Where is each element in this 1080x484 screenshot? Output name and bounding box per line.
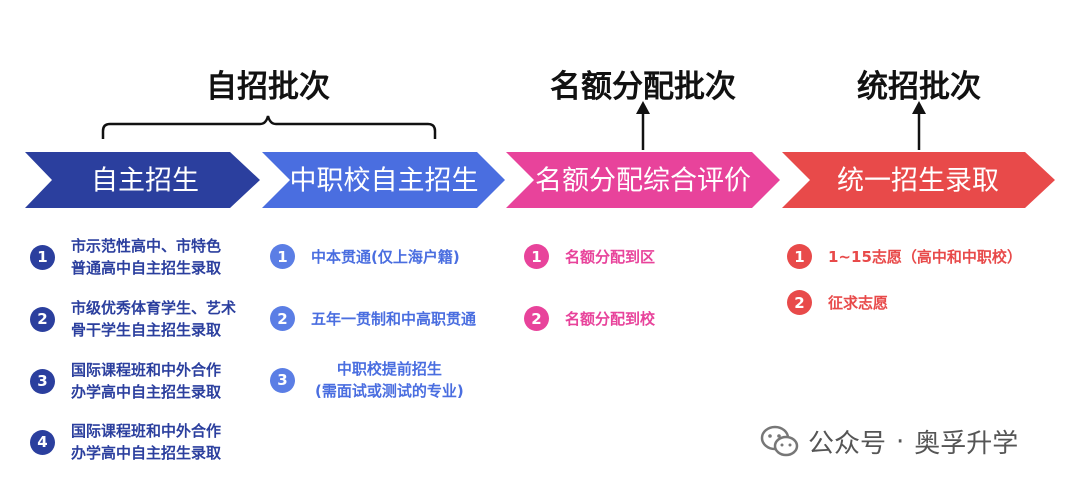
list-item: 2 五年一贯制和中高职贯通 [270, 306, 476, 331]
item-text: 国际课程班和中外合作 办学高中自主招生录取 [71, 361, 222, 401]
number-badge: 1 [524, 244, 549, 269]
chevron-zhongzhi [262, 152, 505, 208]
chevron-label-zhongzhi: 中职校自主招生 [289, 165, 479, 197]
list-item: 3 国际课程班和中外合作 办学高中自主招生录取 [30, 359, 221, 403]
watermark: 公众号 · 奥孚升学 [760, 423, 1018, 460]
list-item: 1 名额分配到区 [524, 244, 655, 269]
heading-zizhao: 自招批次 [206, 69, 330, 105]
number-badge: 2 [30, 306, 55, 332]
item-text: 市示范性高中、市特色 普通高中自主招生录取 [71, 237, 222, 277]
chevron-label-tongyi: 统一招生录取 [837, 165, 999, 197]
list-item: 1 中本贯通(仅上海户籍) [270, 244, 460, 269]
number-badge: 2 [524, 306, 549, 331]
watermark-name: 奥孚升学 [914, 429, 1019, 459]
item-text: 名额分配到校 [565, 309, 656, 328]
brace [101, 115, 437, 139]
watermark-account: 公众号 [808, 429, 887, 459]
list-item: 2 征求志愿 [787, 290, 888, 315]
list-item: 2 名额分配到校 [524, 306, 655, 331]
chevron-zizhu [25, 152, 260, 208]
chevron-mingefenpei [506, 152, 780, 208]
number-badge: 1 [787, 244, 812, 269]
arrow-tongzhao [912, 101, 926, 150]
chevron-label-mingefenpei: 名额分配综合评价 [535, 165, 751, 197]
item-text: 五年一贯制和中高职贯通 [311, 309, 477, 328]
number-badge: 3 [270, 367, 295, 393]
heading-mingefenpei: 名额分配批次 [550, 69, 736, 105]
number-badge: 1 [30, 244, 55, 270]
number-badge: 1 [270, 244, 295, 269]
item-text: 1~15志愿（高中和中职校） [828, 247, 1022, 266]
list-item: 3 中职校提前招生 (需面试或测试的专业) [270, 358, 464, 402]
list-item: 1 1~15志愿（高中和中职校） [787, 244, 1022, 269]
arrow-mingefenpei [636, 101, 650, 150]
list-item: 4 国际课程班和中外合作 办学高中自主招生录取 [30, 420, 221, 464]
number-badge: 3 [30, 368, 55, 394]
watermark-separator: · [896, 426, 905, 457]
heading-tongzhao: 统招批次 [857, 69, 981, 105]
wechat-icon [760, 425, 799, 456]
item-text: 中职校提前招生 (需面试或测试的专业) [315, 360, 464, 400]
number-badge: 4 [30, 429, 55, 455]
chevron-tongyi [782, 152, 1055, 208]
item-text: 国际课程班和中外合作 办学高中自主招生录取 [71, 422, 222, 462]
list-item: 2 市级优秀体育学生、艺术 骨干学生自主招生录取 [30, 297, 236, 341]
item-text: 征求志愿 [828, 293, 889, 312]
number-badge: 2 [787, 290, 812, 315]
item-text: 中本贯通(仅上海户籍) [311, 247, 460, 266]
item-text: 市级优秀体育学生、艺术 骨干学生自主招生录取 [71, 299, 237, 339]
chevron-label-zizhu: 自主招生 [91, 165, 199, 197]
number-badge: 2 [270, 306, 295, 331]
item-text: 名额分配到区 [565, 247, 656, 266]
list-item: 1 市示范性高中、市特色 普通高中自主招生录取 [30, 235, 221, 279]
